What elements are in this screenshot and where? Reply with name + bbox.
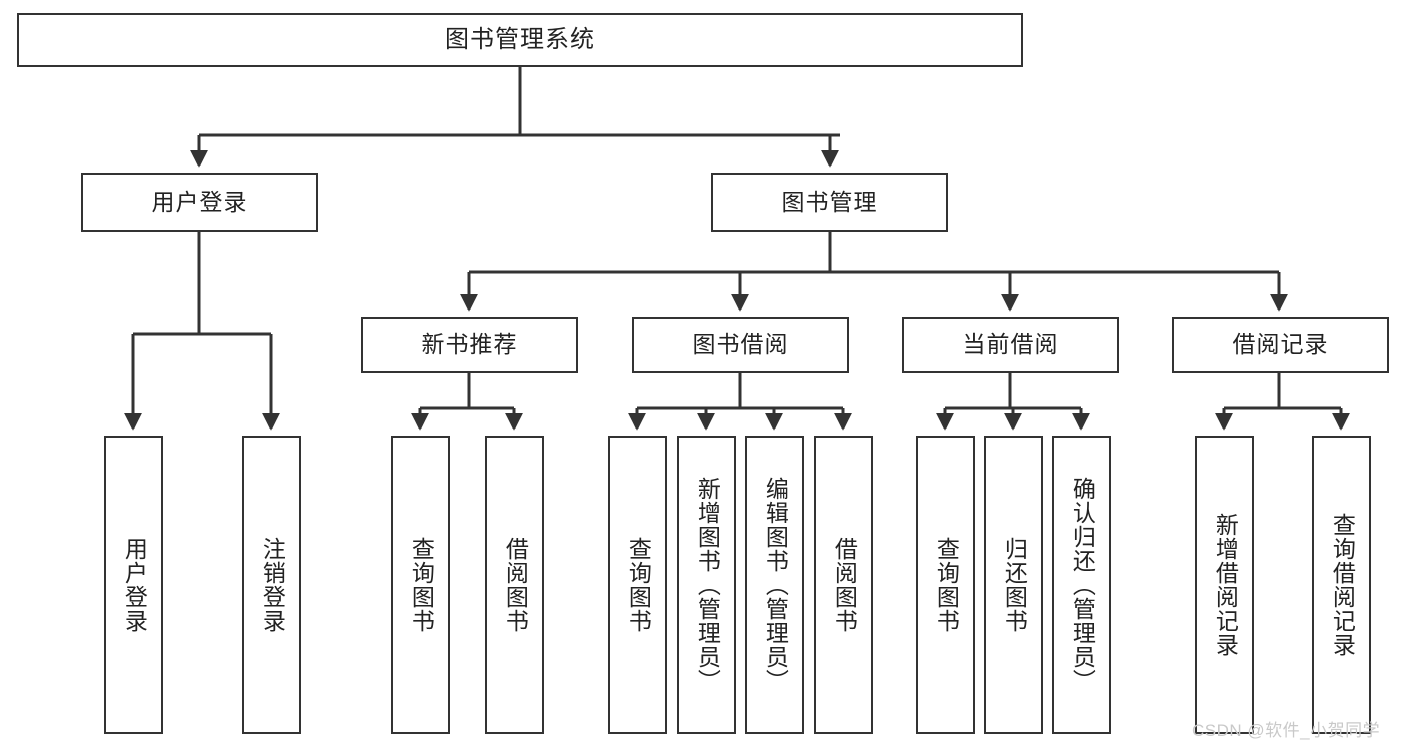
leaf-new-book-borrow[interactable]: 借阅图书 xyxy=(485,436,544,734)
node-label: 图书管理 xyxy=(781,188,878,215)
node-label: 借阅图书 xyxy=(831,537,858,633)
leaf-user-login-login[interactable]: 用户登录 xyxy=(104,436,163,734)
node-label: 编辑图书（管理员） xyxy=(762,477,789,693)
leaf-book-borrow-borrow[interactable]: 借阅图书 xyxy=(814,436,873,734)
leaf-borrow-record-add[interactable]: 新增借阅记录 xyxy=(1195,436,1254,734)
leaf-current-borrow-confirm-return[interactable]: 确认归还（管理员） xyxy=(1052,436,1111,734)
node-label: 用户登录 xyxy=(121,537,148,633)
leaf-book-borrow-add[interactable]: 新增图书（管理员） xyxy=(677,436,736,734)
node-label: 用户登录 xyxy=(151,188,248,215)
node-label: 图书借阅 xyxy=(692,331,789,358)
node-label: 注销登录 xyxy=(259,537,286,633)
node-label: 归还图书 xyxy=(1001,537,1028,633)
node-label: 新书推荐 xyxy=(421,331,518,358)
node-label: 图书管理系统 xyxy=(445,25,595,53)
node-user-login[interactable]: 用户登录 xyxy=(81,173,318,232)
node-label: 新增借阅记录 xyxy=(1212,513,1239,657)
node-label: 查询图书 xyxy=(625,537,652,633)
node-label: 查询借阅记录 xyxy=(1329,513,1356,657)
node-book-management[interactable]: 图书管理 xyxy=(711,173,948,232)
node-book-borrow[interactable]: 图书借阅 xyxy=(632,317,849,373)
leaf-book-borrow-query[interactable]: 查询图书 xyxy=(608,436,667,734)
node-current-borrow[interactable]: 当前借阅 xyxy=(902,317,1119,373)
leaf-new-book-query[interactable]: 查询图书 xyxy=(391,436,450,734)
node-label: 当前借阅 xyxy=(962,331,1059,358)
leaf-borrow-record-query[interactable]: 查询借阅记录 xyxy=(1312,436,1371,734)
node-label: 查询图书 xyxy=(408,537,435,633)
leaf-current-borrow-query[interactable]: 查询图书 xyxy=(916,436,975,734)
node-label: 借阅记录 xyxy=(1232,331,1329,358)
leaf-book-borrow-edit[interactable]: 编辑图书（管理员） xyxy=(745,436,804,734)
node-root-book-management-system[interactable]: 图书管理系统 xyxy=(17,13,1023,67)
leaf-user-login-logout[interactable]: 注销登录 xyxy=(242,436,301,734)
node-label: 新增图书（管理员） xyxy=(694,477,721,693)
node-label: 查询图书 xyxy=(933,537,960,633)
node-label: 借阅图书 xyxy=(502,537,529,633)
node-borrow-record[interactable]: 借阅记录 xyxy=(1172,317,1389,373)
leaf-current-borrow-return[interactable]: 归还图书 xyxy=(984,436,1043,734)
node-label: 确认归还（管理员） xyxy=(1069,477,1096,693)
watermark-text: CSDN @软件_小贺同学 xyxy=(1192,721,1381,740)
node-new-book-recommend[interactable]: 新书推荐 xyxy=(361,317,578,373)
